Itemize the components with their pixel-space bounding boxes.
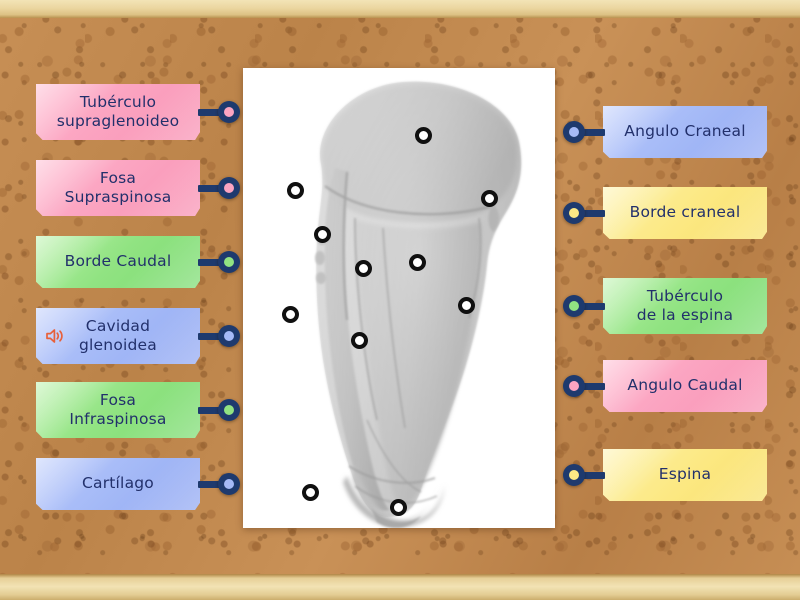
- drop-target-marker[interactable]: [457, 296, 475, 314]
- connector-knob[interactable]: [563, 121, 585, 143]
- connector-stem: [198, 184, 229, 192]
- connector-tuberculo-supraglenoideo[interactable]: [198, 101, 240, 123]
- connector-knob[interactable]: [563, 202, 585, 224]
- connector-knob[interactable]: [218, 101, 240, 123]
- label-card-text: Angulo Craneal: [624, 122, 746, 141]
- connector-knob[interactable]: [563, 295, 585, 317]
- drop-target-marker[interactable]: [408, 253, 426, 271]
- connector-stem: [198, 332, 229, 340]
- anatomy-image-card: [243, 68, 555, 528]
- label-card-borde-caudal[interactable]: Borde Caudal: [36, 236, 200, 288]
- label-card-text: Espina: [658, 465, 712, 484]
- connector-angulo-caudal[interactable]: [563, 375, 605, 397]
- drop-target-marker[interactable]: [389, 498, 407, 516]
- speaker-icon[interactable]: [45, 327, 65, 345]
- connector-knob[interactable]: [218, 177, 240, 199]
- label-card-text: Angulo Caudal: [627, 376, 743, 395]
- drop-target-marker[interactable]: [354, 259, 372, 277]
- label-card-cartilago[interactable]: Cartílago: [36, 458, 200, 510]
- connector-stem: [198, 406, 229, 414]
- connector-stem: [574, 471, 605, 479]
- connector-borde-craneal[interactable]: [563, 202, 605, 224]
- label-card-text: Borde Caudal: [64, 252, 172, 271]
- label-card-text: Cartílago: [81, 474, 154, 493]
- connector-stem: [198, 258, 229, 266]
- label-card-borde-craneal[interactable]: Borde craneal: [603, 187, 767, 239]
- drop-target-marker[interactable]: [313, 225, 331, 243]
- connector-knob-core: [224, 107, 234, 117]
- connector-knob[interactable]: [563, 375, 585, 397]
- connector-tuberculo-espina[interactable]: [563, 295, 605, 317]
- connector-knob-core: [569, 301, 579, 311]
- connector-knob[interactable]: [563, 464, 585, 486]
- connector-fosa-supraspinosa[interactable]: [198, 177, 240, 199]
- connector-knob-core: [224, 257, 234, 267]
- connector-knob-core: [569, 208, 579, 218]
- connector-knob[interactable]: [218, 325, 240, 347]
- connector-knob-core: [224, 405, 234, 415]
- connector-borde-caudal[interactable]: [198, 251, 240, 273]
- connector-knob[interactable]: [218, 473, 240, 495]
- label-card-text: Borde craneal: [629, 203, 741, 222]
- connector-espina[interactable]: [563, 464, 605, 486]
- connector-knob-core: [569, 127, 579, 137]
- connector-cartilago[interactable]: [198, 473, 240, 495]
- connector-knob-core: [569, 381, 579, 391]
- drop-target-marker[interactable]: [301, 483, 319, 501]
- connector-stem: [574, 128, 605, 136]
- connector-cavidad-glenoidea[interactable]: [198, 325, 240, 347]
- connector-stem: [198, 480, 229, 488]
- drop-target-marker[interactable]: [414, 126, 432, 144]
- drop-target-marker[interactable]: [281, 305, 299, 323]
- connector-stem: [574, 302, 605, 310]
- drop-target-marker[interactable]: [480, 189, 498, 207]
- label-card-angulo-caudal[interactable]: Angulo Caudal: [603, 360, 767, 412]
- connector-knob-core: [224, 183, 234, 193]
- connector-stem: [574, 382, 605, 390]
- label-card-espina[interactable]: Espina: [603, 449, 767, 501]
- connector-knob-core: [569, 470, 579, 480]
- connector-knob-core: [224, 331, 234, 341]
- drop-target-marker[interactable]: [350, 331, 368, 349]
- label-card-angulo-craneal[interactable]: Angulo Craneal: [603, 106, 767, 158]
- drop-target-marker[interactable]: [286, 181, 304, 199]
- scapula-bone-illustration: [243, 68, 555, 528]
- connector-knob[interactable]: [218, 399, 240, 421]
- connector-stem: [574, 209, 605, 217]
- frame-bottom-edge: [0, 574, 800, 600]
- connector-knob[interactable]: [218, 251, 240, 273]
- connector-stem: [198, 108, 229, 116]
- connector-knob-core: [224, 479, 234, 489]
- connector-angulo-craneal[interactable]: [563, 121, 605, 143]
- frame-top-edge: [0, 0, 800, 18]
- connector-fosa-infraspinosa[interactable]: [198, 399, 240, 421]
